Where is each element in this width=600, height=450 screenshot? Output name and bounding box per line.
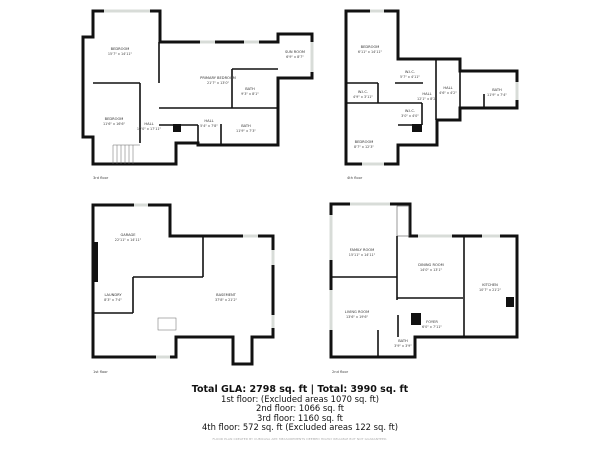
room-dimensions: 8'3" x 7'4" — [104, 298, 122, 302]
room-dimensions: 4'9" x 3'11" — [353, 95, 373, 99]
room-dimensions: 4'6" x 4'2" — [439, 91, 457, 95]
room-dimensions: 8'7" x 12'3" — [354, 145, 374, 149]
room-name: LIVING ROOM — [345, 310, 369, 314]
room-name: BASEMENT — [216, 293, 237, 297]
room-dimensions: 15'11" x 14'11" — [349, 253, 376, 257]
room-dimensions: 3'9" x 3'9" — [394, 344, 412, 348]
room-name: W.I.C. — [405, 109, 415, 113]
floor-plan-2nd-floor: FAMILY ROOM 15'11" x 14'11" DINING ROOM … — [329, 202, 519, 374]
room-name: HALL — [422, 92, 431, 96]
room-dimensions: 14'0" x 13'1" — [420, 268, 443, 272]
room-dimensions: 5'7" x 4'11" — [400, 75, 420, 79]
room-dimensions: 11'9" x 7'3" — [236, 129, 256, 133]
room-name: GARAGE — [120, 233, 136, 237]
floor-label: 4th floor — [347, 176, 363, 180]
room-name: BEDROOM — [361, 45, 380, 49]
room-name: PRIMARY BEDROOM — [200, 76, 236, 80]
room-name: BATH — [241, 124, 251, 128]
room-name: FOYER — [426, 320, 438, 324]
room-dimensions: 22'11" x 14'11" — [115, 238, 142, 242]
room-name: BEDROOM — [111, 47, 130, 51]
room-name: BEDROOM — [355, 140, 374, 144]
room-name: W.I.C. — [405, 70, 415, 74]
room-dimensions: 6'0" x 7'11" — [422, 325, 442, 329]
total-area: Total GLA: 2798 sq. ft | Total: 3990 sq.… — [191, 384, 409, 395]
area-summary: Total GLA: 2798 sq. ft | Total: 3990 sq.… — [0, 384, 600, 441]
floor-area-3rd: 3rd floor: 1160 sq. ft — [257, 412, 343, 423]
room-dimensions: 15'7" x 14'11" — [108, 52, 133, 56]
room-name: BATH — [245, 87, 255, 91]
room-dimensions: 11'6" x 16'6" — [103, 122, 126, 126]
room-name: LAUNDRY — [104, 293, 122, 297]
room-dimensions: 11'9" x 7'4" — [487, 93, 507, 97]
room-name: BEDROOM — [105, 117, 124, 121]
disclaimer: FLOOR PLAN CREATED BY CUBICASA APP. MEAS… — [212, 437, 388, 442]
room-dimensions: 6'9" x 8'7" — [286, 55, 304, 59]
room-dimensions: 21'7" x 13'0" — [207, 81, 230, 85]
room-dimensions: 6'11" x 14'11" — [358, 50, 383, 54]
room-name: HALL — [144, 122, 153, 126]
room-dimensions: 9'3" x 8'1" — [241, 92, 259, 96]
room-dimensions: 3'0" x 4'0" — [401, 114, 419, 118]
room-dimensions: 10'7" x 21'2" — [479, 288, 502, 292]
room-dimensions: 10'0" x 17'11" — [137, 127, 162, 131]
room-name: BATH — [492, 88, 502, 92]
room-name: SUN ROOM — [285, 50, 305, 54]
room-name: BATH — [398, 339, 408, 343]
room-name: DINING ROOM — [418, 263, 443, 267]
floor-plan-4th-floor: BEDROOM 6'11" x 14'11" W.I.C. 5'7" x 4'1… — [344, 9, 519, 180]
room-dimensions: 5'4" x 7'8" — [200, 124, 218, 128]
room-name: KITCHEN — [482, 283, 498, 287]
room-name: W.I.C. — [358, 90, 368, 94]
room-name: FAMILY ROOM — [350, 248, 374, 252]
floor-area-4th: 4th floor: 572 sq. ft (Excluded areas 12… — [201, 421, 399, 432]
floor-area-1st: 1st floor: (Excluded areas 1070 sq. ft) — [220, 394, 380, 404]
floor-plan-3rd-floor: BEDROOM 15'7" x 14'11" PRIMARY BEDROOM 2… — [81, 9, 314, 180]
room-name: HALL — [204, 119, 213, 123]
room-name: HALL — [443, 86, 452, 90]
floor-label: 1st floor — [93, 370, 108, 374]
floor-label: 3rd floor — [93, 176, 109, 180]
floor-area-2nd: 2nd floor: 1066 sq. ft — [256, 403, 344, 414]
room-dimensions: 37'8" x 21'2" — [215, 298, 238, 302]
floor-plan-1st-floor: GARAGE 22'11" x 14'11" LAUNDRY 8'3" x 7'… — [91, 203, 275, 374]
room-dimensions: 13'6" x 19'6" — [346, 315, 369, 319]
room-dimensions: 12'1" x 8'2" — [417, 97, 437, 101]
floor-label: 2nd floor — [332, 370, 349, 374]
